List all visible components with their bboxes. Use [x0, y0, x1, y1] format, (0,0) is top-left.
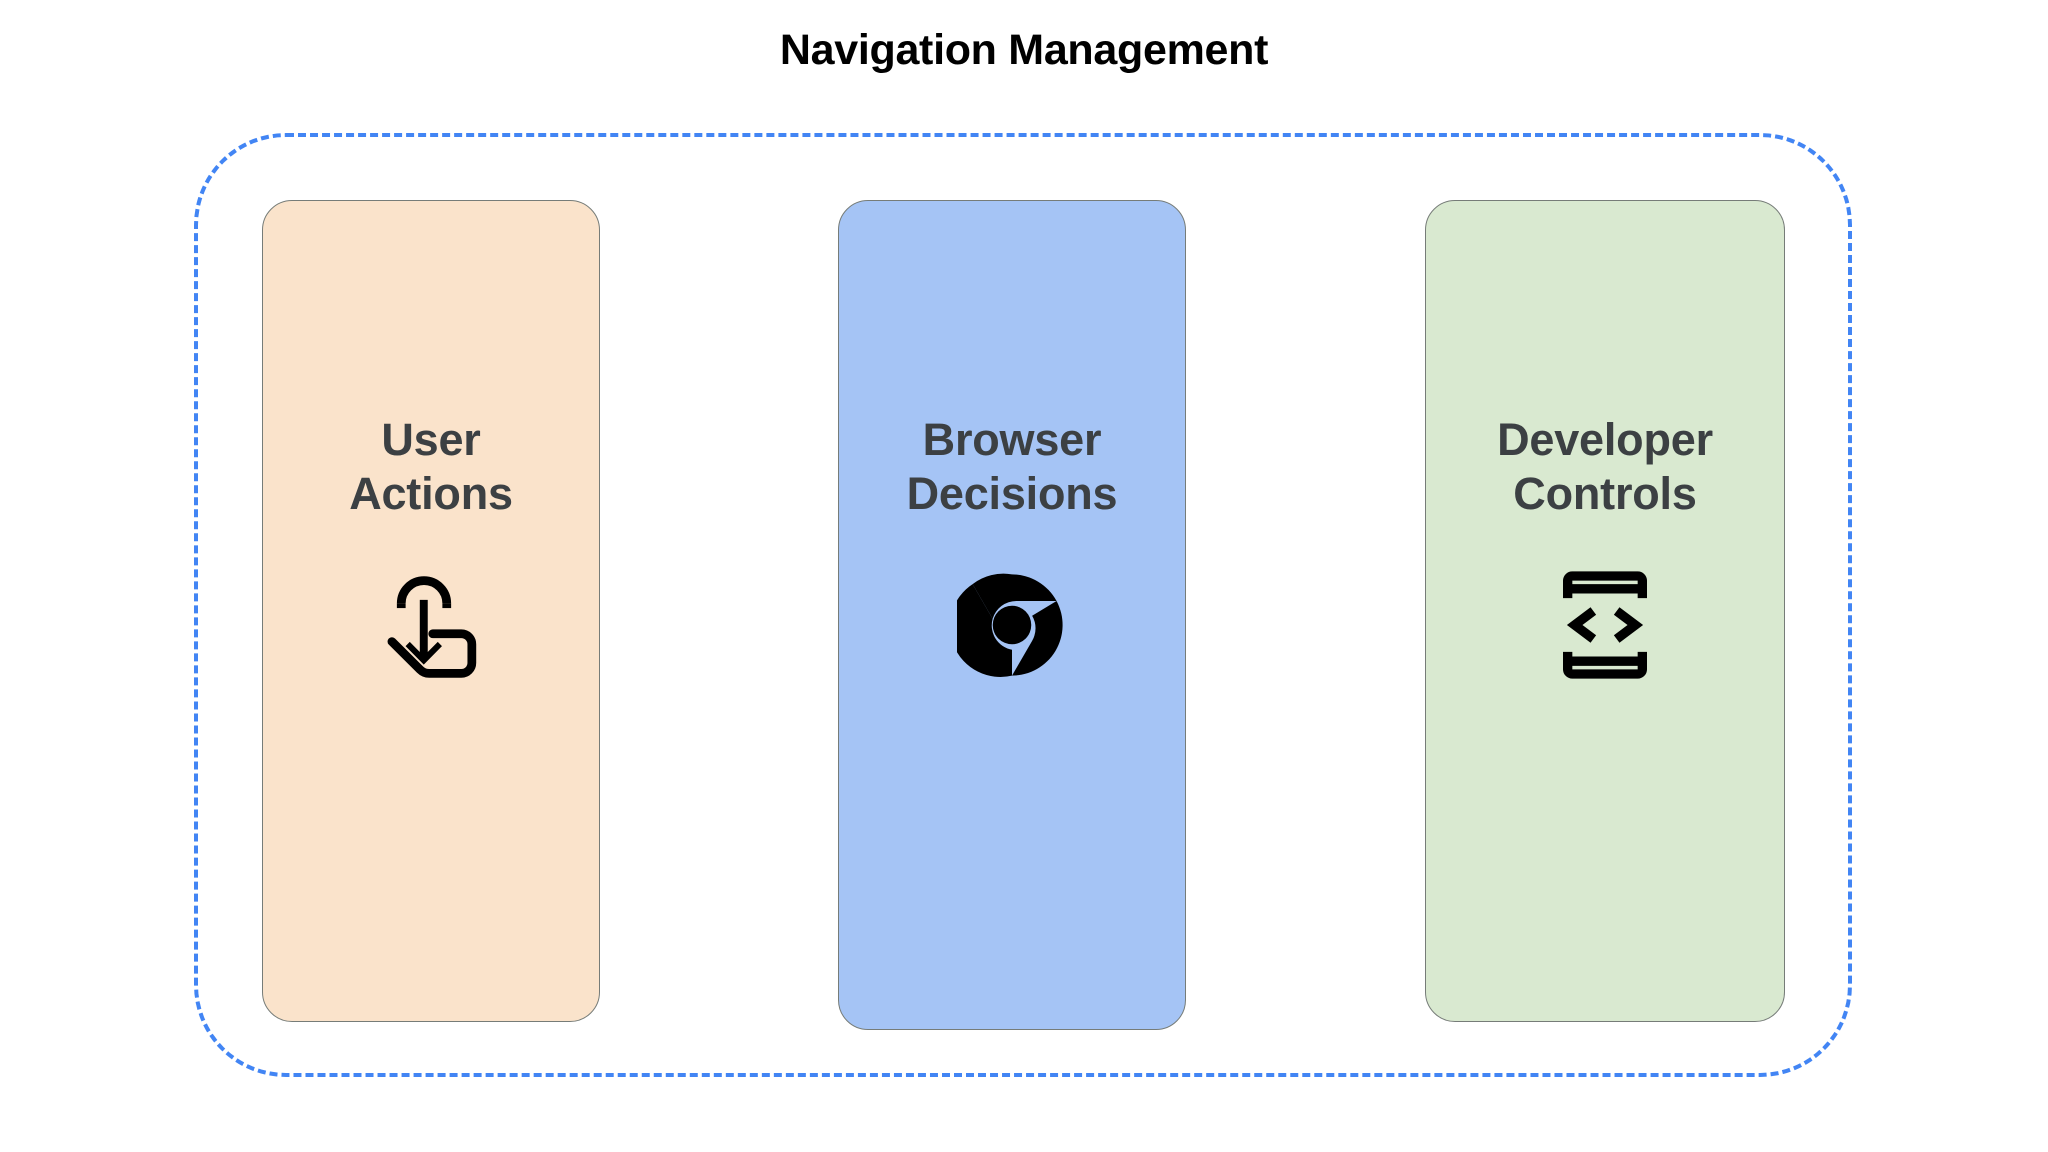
- card-user-actions-label: User Actions: [349, 414, 513, 519]
- card-user-actions[interactable]: User Actions: [262, 200, 600, 1022]
- touch-tap-hand-icon: [369, 563, 493, 687]
- card-developer-controls-label: Developer Controls: [1497, 414, 1713, 519]
- card-developer-controls[interactable]: Developer Controls: [1425, 200, 1785, 1022]
- page-title: Navigation Management: [779, 26, 1269, 74]
- developer-mode-code-brackets-icon: [1543, 563, 1667, 687]
- card-browser-decisions-label: Browser Decisions: [906, 414, 1118, 519]
- navigation-management-group-boundary: [194, 133, 1852, 1077]
- chrome-browser-icon: [950, 563, 1074, 687]
- card-browser-decisions[interactable]: Browser Decisions: [838, 200, 1186, 1030]
